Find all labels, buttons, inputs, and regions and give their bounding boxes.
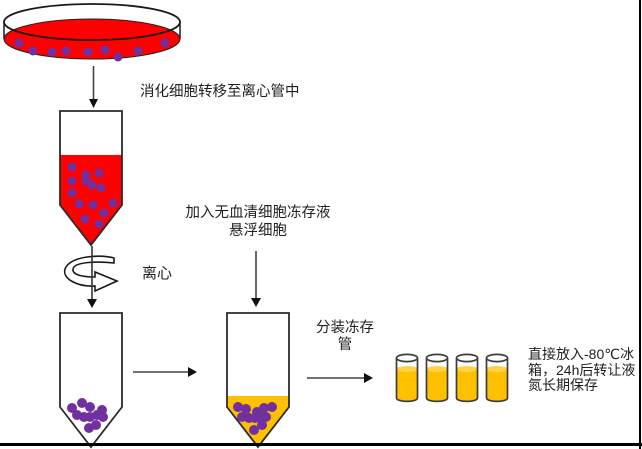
step4-label-line2: 箱，24h后转让液 <box>528 361 636 378</box>
tube3-outline <box>226 312 290 449</box>
centrifuge-tube-cryomedium <box>226 312 290 449</box>
tube2-pellet-dots <box>67 398 108 433</box>
down-arrow-icon <box>251 251 261 307</box>
cryovial <box>455 353 479 403</box>
cryovial <box>425 353 449 403</box>
tube3-cell-dots <box>233 402 277 435</box>
step2-label-line1: 加入无血清细胞冻存液 <box>185 205 331 221</box>
petri-dish <box>3 3 181 62</box>
centrifuge-label: 离心 <box>142 265 173 282</box>
cryovial <box>485 353 509 403</box>
centrifuge-tube-suspension <box>59 110 123 247</box>
down-arrow-icon <box>89 66 98 108</box>
step2-label-line2: 悬浮细胞 <box>229 223 287 239</box>
tube1-cell-dots <box>67 162 118 229</box>
petri-dish-cell-dots <box>14 38 170 62</box>
step4-label-line3: 氮长期保存 <box>528 377 598 393</box>
tube1-outline <box>59 110 123 247</box>
cryovial <box>395 353 419 403</box>
right-arrow-icon <box>307 373 373 383</box>
step1-label: 消化细胞转移至离心管中 <box>140 84 300 100</box>
bottom-border-line <box>0 443 642 446</box>
step4-label-line1: 直接放入-80℃冰 <box>528 346 634 362</box>
centrifuge-tube-pellet <box>59 312 123 449</box>
right-border-line <box>639 0 641 449</box>
right-arrow-icon <box>133 367 197 377</box>
step2-label: 加入无血清细胞冻存液 悬浮细胞 <box>182 204 334 240</box>
tube1-red-medium <box>60 155 122 245</box>
centrifuge-rotation-icon <box>63 246 120 308</box>
step3-label-line1: 分装冻存 <box>316 320 374 336</box>
step3-label: 分装冻存 管 <box>307 320 383 354</box>
step4-label: 直接放入-80℃冰 箱，24h后转让液 氮长期保存 <box>528 346 642 394</box>
tube2-outline <box>59 312 123 449</box>
step3-label-line2: 管 <box>337 337 353 353</box>
